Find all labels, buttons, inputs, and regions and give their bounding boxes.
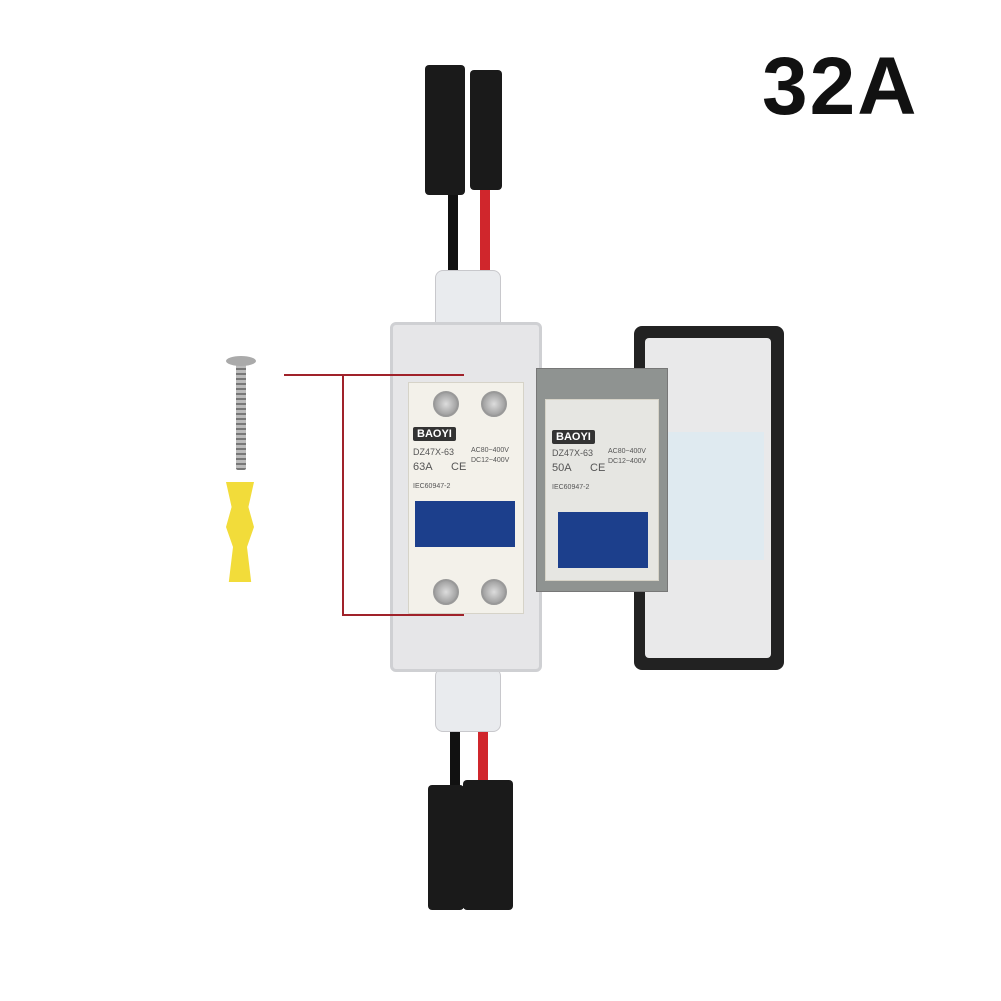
red-wire-top [480, 180, 490, 340]
breaker-right: BAOYI DZ47X-63 50A CE AC80~400V DC12~400… [545, 399, 659, 581]
ac-rating: AC80~400V [471, 447, 509, 454]
red-wire-bottom [478, 660, 488, 810]
brand-logo: BAOYI [552, 430, 595, 444]
terminal-screw-icon [481, 391, 507, 417]
dc-rating: DC12~400V [471, 457, 510, 464]
model-label: DZ47X-63 [413, 447, 455, 457]
ce-mark: CE [451, 461, 467, 473]
pointer-line-vertical [342, 374, 344, 616]
screw-head [226, 356, 256, 366]
breaker-switch-toggle[interactable] [558, 512, 648, 568]
transparent-cover: BAOYI DZ47X-63 50A CE AC80~400V DC12~400… [536, 368, 668, 592]
standard-label: IEC60947-2 [552, 484, 590, 491]
rating-label: 63A [413, 461, 433, 473]
breaker-left: BAOYI DZ47X-63 63A CE AC80~400V DC12~400… [408, 382, 524, 614]
brand-logo: BAOYI [413, 427, 456, 441]
dc-rating: DC12~400V [608, 458, 647, 465]
pointer-line-bottom [342, 614, 464, 616]
mc4-connector-top-right [470, 70, 502, 190]
cable-gland-bottom [435, 668, 501, 732]
mc4-connector-top-left [425, 65, 465, 195]
lid-label-area [664, 432, 764, 560]
rating-label: 50A [552, 462, 572, 474]
ce-mark: CE [590, 462, 606, 474]
cable-gland-top [435, 270, 501, 330]
model-label: DZ47X-63 [552, 448, 594, 458]
terminal-screw-icon [433, 579, 459, 605]
black-wire-top [448, 180, 458, 340]
terminal-screw-icon [433, 391, 459, 417]
standard-label: IEC60947-2 [413, 483, 451, 490]
black-wire-bottom [450, 660, 460, 810]
breaker-switch-toggle[interactable] [415, 501, 515, 547]
mc4-connector-bottom-left [428, 785, 464, 910]
current-rating-label: 32A [762, 41, 919, 132]
terminal-screw-icon [481, 579, 507, 605]
ac-rating: AC80~400V [608, 448, 646, 455]
mc4-connector-bottom-right [463, 780, 513, 910]
wall-anchor-icon [226, 482, 254, 582]
pointer-line-top [284, 374, 464, 376]
mounting-screw-icon [236, 360, 246, 470]
